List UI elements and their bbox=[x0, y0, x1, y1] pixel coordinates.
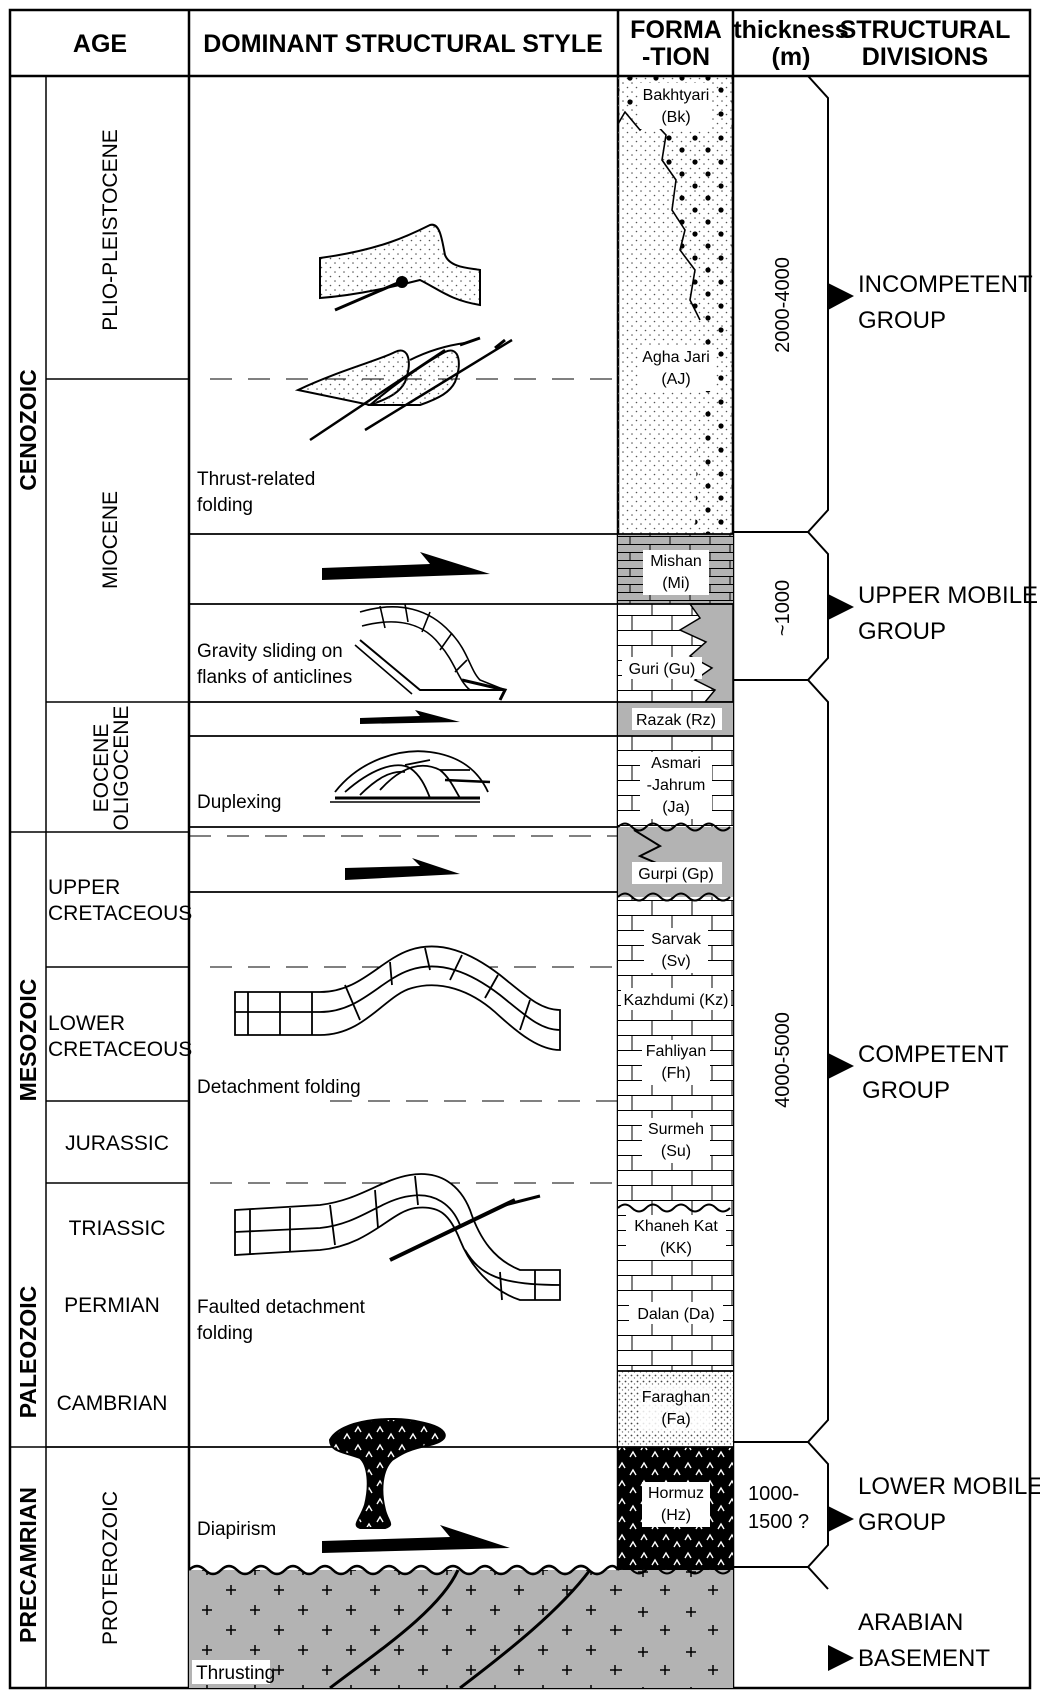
formation-hormuz-code: (Hz) bbox=[661, 1507, 691, 1524]
formation-mishan-code: (Mi) bbox=[662, 575, 690, 592]
table-frame bbox=[10, 10, 1030, 1688]
formation-faraghan: Faraghan bbox=[642, 1389, 711, 1406]
formation-surmeh: Surmeh bbox=[648, 1121, 704, 1138]
style-labels: Thrust-related folding Gravity sliding o… bbox=[192, 469, 366, 1684]
era-paleozoic: PALEOZOIC bbox=[15, 1286, 41, 1418]
formation-khaneh-kat: Khaneh Kat bbox=[634, 1218, 718, 1235]
division-basement-1: ARABIAN bbox=[858, 1609, 963, 1636]
formation-khaneh-kat-code: (KK) bbox=[660, 1240, 692, 1257]
period-miocene: MIOCENE bbox=[99, 491, 122, 589]
period-proterozoic: PROTEROZOIC bbox=[99, 1491, 122, 1645]
detachment-fold-sketch bbox=[235, 946, 560, 1050]
era-precambrian: PRECAMRIAN bbox=[15, 1487, 41, 1643]
division-basement-2: BASEMENT bbox=[858, 1645, 990, 1672]
thickness-lower-mobile-2: 1500 ? bbox=[748, 1511, 809, 1533]
formation-hormuz: Hormuz bbox=[648, 1485, 704, 1502]
header-formation-1: FORMA bbox=[630, 16, 722, 44]
period-triassic: TRIASSIC bbox=[69, 1217, 166, 1240]
faulted-fold-sketch bbox=[235, 1174, 560, 1300]
division-competent-2: GROUP bbox=[862, 1077, 950, 1104]
thickness-competent: 4000-5000 bbox=[772, 1012, 794, 1108]
structural-divisions: INCOMPETENT GROUP UPPER MOBILE GROUP COM… bbox=[858, 271, 1040, 1672]
era-cenozoic: CENOZOIC bbox=[15, 369, 41, 490]
duplex-sketch bbox=[330, 751, 490, 802]
column-headers: AGE DOMINANT STRUCTURAL STYLE FORMA -TIO… bbox=[73, 16, 1011, 71]
thickness-incompetent: 2000-4000 bbox=[772, 257, 794, 353]
formation-dalan: Dalan (Da) bbox=[637, 1306, 714, 1323]
formation-mishan: Mishan bbox=[650, 553, 702, 570]
formation-surmeh-code: (Su) bbox=[661, 1143, 691, 1160]
formation-guri: Guri (Gu) bbox=[629, 661, 696, 678]
period-upper-cretaceous-1: UPPER bbox=[48, 876, 120, 899]
formation-fahliyan-code: (Fh) bbox=[661, 1065, 690, 1082]
header-divisions-1: STRUCTURAL bbox=[840, 16, 1011, 44]
formation-asmari-code: (Ja) bbox=[662, 799, 690, 816]
style-thrusting: Thrusting bbox=[196, 1663, 275, 1684]
style-gravity-1: Gravity sliding on bbox=[197, 641, 343, 662]
formation-agha-jari-code: (AJ) bbox=[661, 371, 690, 388]
style-thrust-2: folding bbox=[197, 495, 253, 516]
formation-sarvak: Sarvak bbox=[651, 931, 702, 948]
slip-arrow-gurpi bbox=[345, 858, 460, 880]
division-competent-1: COMPETENT bbox=[858, 1041, 1009, 1068]
style-thrust-1: Thrust-related bbox=[197, 469, 315, 490]
header-formation-2: -TION bbox=[642, 43, 710, 71]
era-mesozoic: MESOZOIC bbox=[15, 979, 41, 1102]
formation-bakhtyari: Bakhtyari bbox=[643, 87, 710, 104]
formation-agha-jari: Agha Jari bbox=[642, 349, 710, 366]
style-duplexing: Duplexing bbox=[197, 792, 282, 813]
formation-sarvak-code: (Sv) bbox=[661, 953, 690, 970]
thrust-fold-sketch bbox=[298, 225, 512, 440]
formation-razak: Razak (Rz) bbox=[636, 712, 716, 729]
period-cambrian: CAMBRIAN bbox=[57, 1392, 168, 1415]
slip-arrow-mishan bbox=[322, 552, 490, 580]
header-style: DOMINANT STRUCTURAL STYLE bbox=[203, 30, 603, 58]
slip-arrow-hormuz bbox=[322, 1525, 510, 1553]
header-thickness-2: (m) bbox=[772, 43, 811, 71]
style-faulted-2: folding bbox=[197, 1323, 253, 1344]
division-upper-mobile-2: GROUP bbox=[858, 618, 946, 645]
formation-faraghan-code: (Fa) bbox=[661, 1411, 690, 1428]
thickness-upper-mobile: ~1000 bbox=[772, 580, 794, 636]
style-diapirism: Diapirism bbox=[197, 1519, 276, 1540]
division-upper-mobile-1: UPPER MOBILE bbox=[858, 582, 1038, 609]
header-divisions-2: DIVISIONS bbox=[862, 43, 988, 71]
division-incompetent-1: INCOMPETENT bbox=[858, 271, 1033, 298]
formation-asmari: Asmari bbox=[651, 755, 701, 772]
period-upper-cretaceous-2: CRETACEOUS bbox=[48, 902, 192, 925]
division-incompetent-2: GROUP bbox=[858, 307, 946, 334]
style-detachment: Detachment folding bbox=[197, 1077, 361, 1098]
formation-fahliyan: Fahliyan bbox=[646, 1043, 706, 1060]
header-thickness-1: thickness bbox=[733, 16, 848, 44]
formation-bakhtyari-code: (Bk) bbox=[661, 109, 690, 126]
formation-kazhdumi: Kazhdumi (Kz) bbox=[624, 992, 729, 1009]
period-permian: PERMIAN bbox=[64, 1294, 160, 1317]
period-lower-cretaceous-1: LOWER bbox=[48, 1012, 125, 1035]
period-lower-cretaceous-2: CRETACEOUS bbox=[48, 1038, 192, 1061]
division-pointers bbox=[828, 283, 854, 1671]
diapir-sketch bbox=[330, 1419, 445, 1528]
style-gravity-2: flanks of anticlines bbox=[197, 667, 352, 688]
gravity-sliding-sketch bbox=[355, 604, 505, 700]
slip-arrow-razak bbox=[360, 710, 460, 724]
header-age: AGE bbox=[73, 30, 127, 58]
thickness-lower-mobile-1: 1000- bbox=[748, 1483, 799, 1505]
period-jurassic: JURASSIC bbox=[65, 1132, 169, 1155]
formation-gurpi: Gurpi (Gp) bbox=[638, 866, 714, 883]
style-faulted-1: Faulted detachment bbox=[197, 1297, 366, 1318]
division-lower-mobile-2: GROUP bbox=[858, 1509, 946, 1536]
period-oligocene: OLIGOCENE bbox=[110, 706, 133, 831]
dashed-guides bbox=[189, 379, 618, 1183]
period-plio-pleistocene: PLIO-PLEISTOCENE bbox=[99, 129, 122, 331]
division-lower-mobile-1: LOWER MOBILE bbox=[858, 1473, 1040, 1500]
formation-jahrum: -Jahrum bbox=[647, 777, 706, 794]
